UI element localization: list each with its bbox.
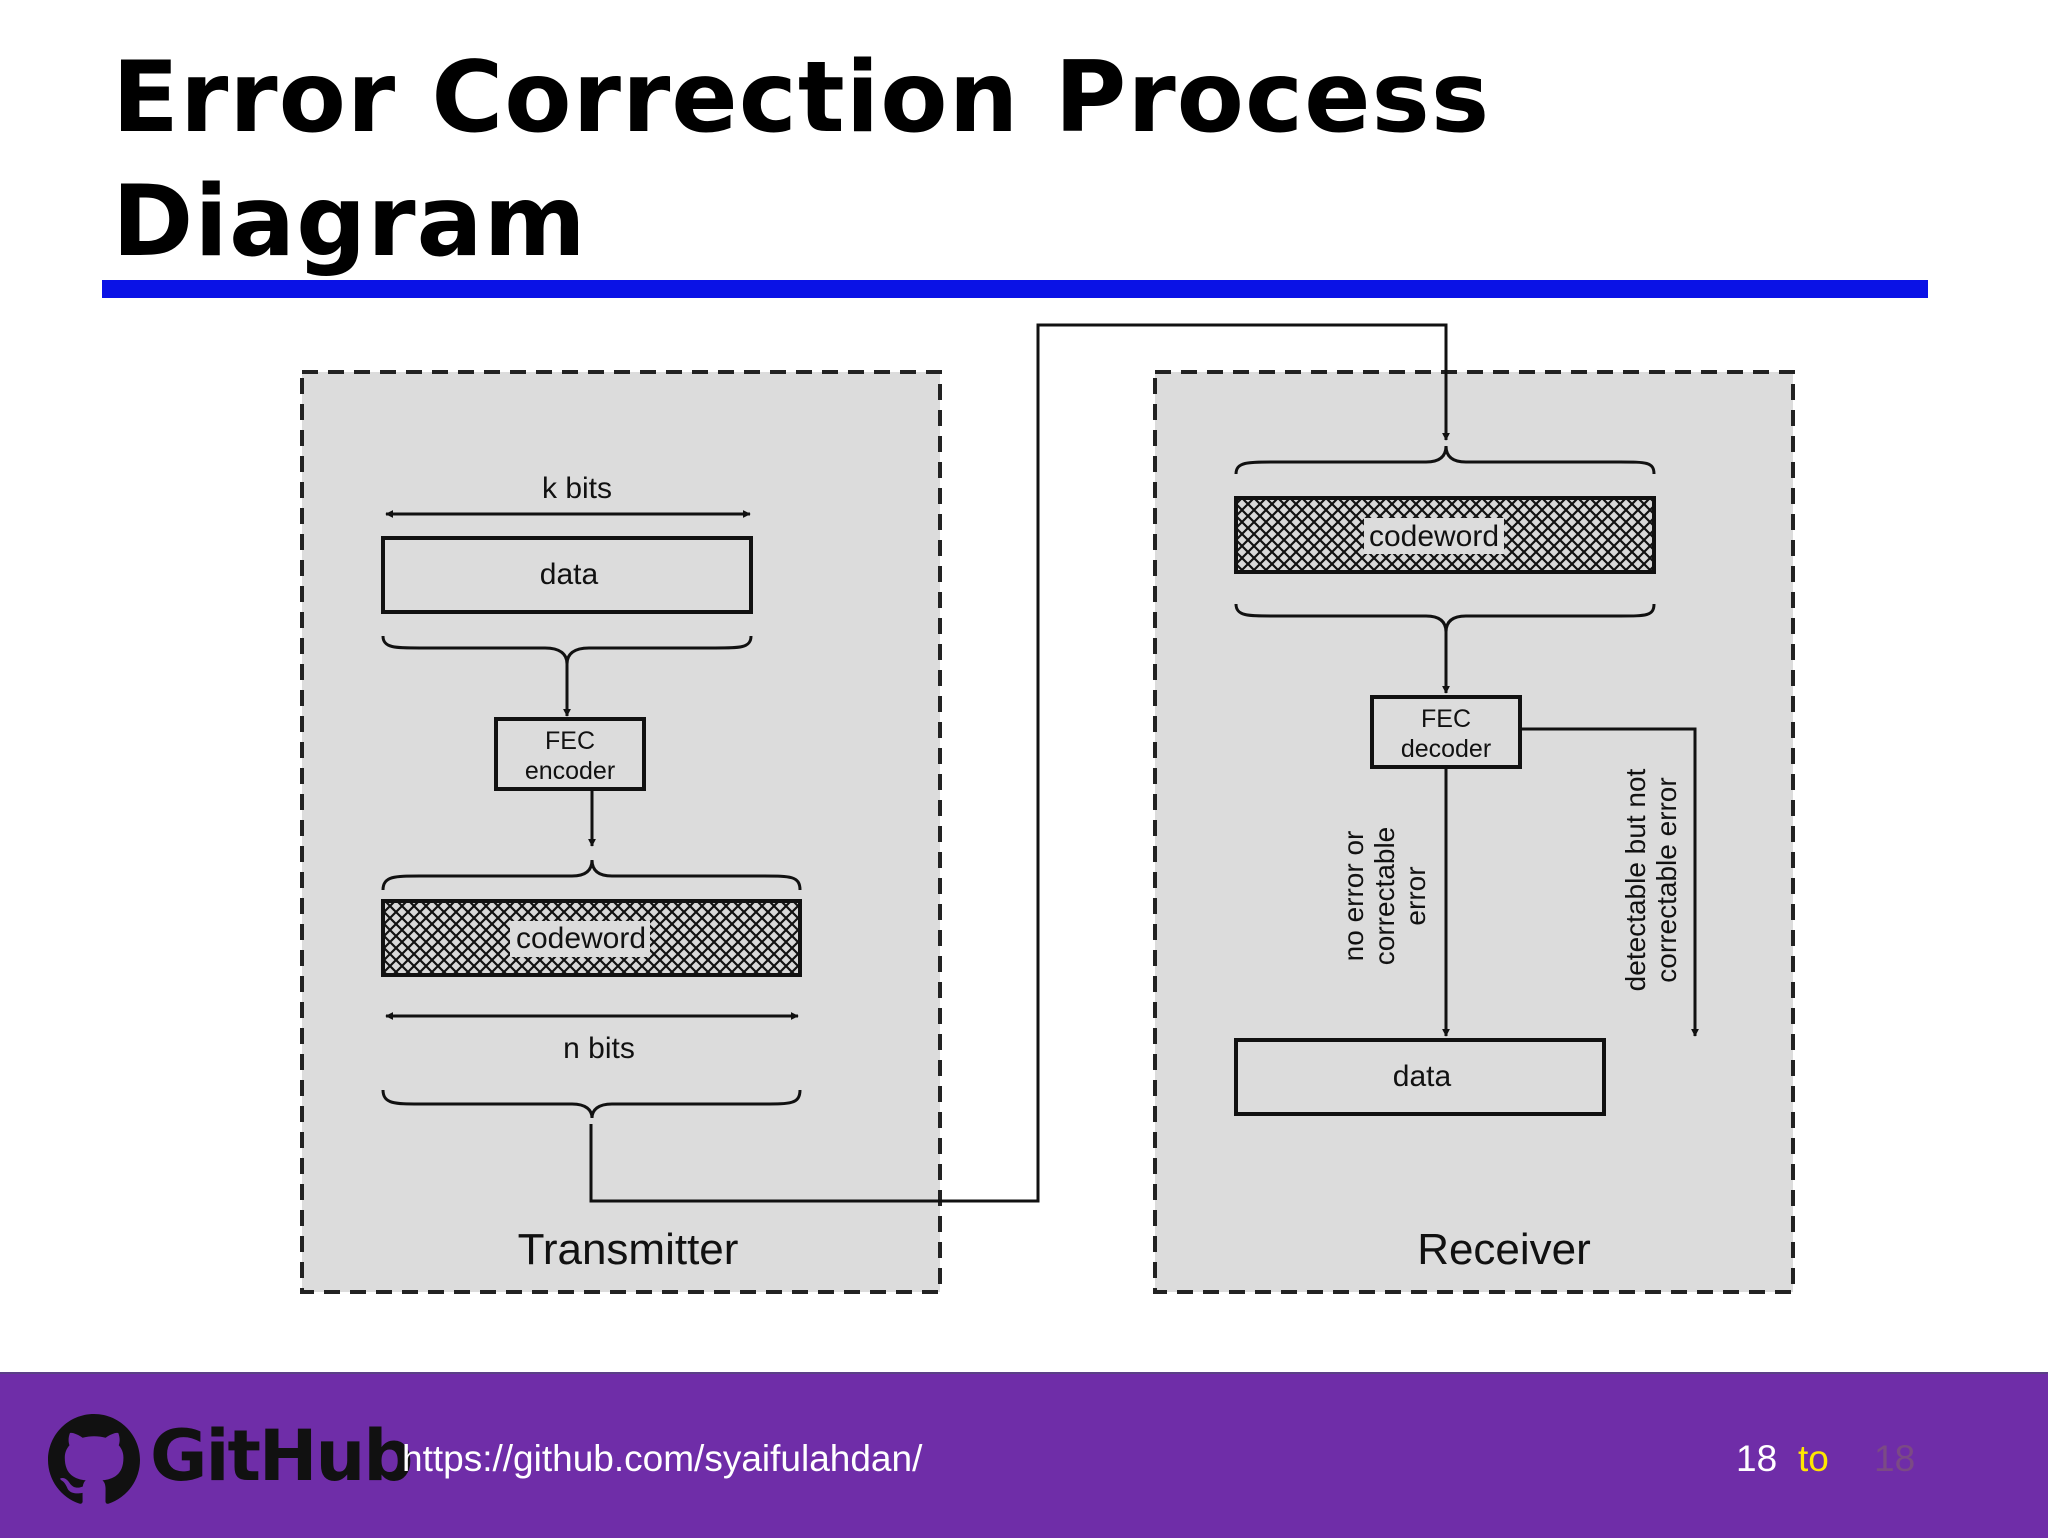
footer-bar: GitHub https://github.com/syaifulahdan/ … [0, 1372, 2048, 1538]
no-error-label-1: no error or [1338, 831, 1369, 962]
rx-codeword-label-bg [1364, 518, 1504, 554]
github-octocat-icon [48, 1414, 140, 1504]
tx-brace-bottom [381, 1089, 802, 1119]
tx-codeword-label: codeword [516, 922, 646, 955]
receiver-label: Receiver [1417, 1225, 1591, 1274]
tx-codeword-label-bg [510, 921, 650, 957]
tx-brace-codeword-top [381, 859, 802, 891]
no-error-label-3: error [1400, 866, 1431, 925]
fec-encoder-box [494, 717, 646, 791]
github-wordmark: GitHub [150, 1415, 413, 1497]
tx-data-label: data [540, 558, 599, 591]
transmitter-label: Transmitter [518, 1225, 739, 1274]
page-current: 18 [1736, 1438, 1778, 1479]
no-error-label-group: no error or correctable error [1338, 827, 1431, 966]
rx-data-label: data [1393, 1060, 1452, 1093]
channel-line [589, 323, 1450, 1203]
k-bits-label: k bits [542, 472, 612, 505]
detectable-label-2: correctable error [1651, 777, 1682, 982]
fec-decoder-label-1: FEC [1421, 705, 1471, 733]
page-separator: to [1798, 1438, 1829, 1479]
page-total: 18 [1874, 1438, 1916, 1479]
transmitter-panel [300, 370, 942, 1294]
rx-codeword-label: codeword [1369, 520, 1499, 553]
detectable-label-1: detectable but not [1620, 768, 1651, 991]
title-underline [102, 280, 1928, 298]
tx-data-box [381, 536, 753, 614]
rx-codeword-box [1234, 496, 1656, 574]
fec-encoder-label-2: encoder [525, 757, 615, 785]
detectable-label-group: detectable but not correctable error [1620, 768, 1682, 991]
fec-decoder-label-2: decoder [1401, 735, 1491, 763]
page-title: Error Correction Process Diagram [112, 41, 1491, 279]
rx-arrow-uncorrectable [1520, 727, 1699, 1037]
rx-data-box [1234, 1038, 1606, 1116]
no-error-label-2: correctable [1369, 827, 1400, 966]
fec-encoder-label-1: FEC [545, 727, 595, 755]
footer-url-link[interactable]: https://github.com/syaifulahdan/ [402, 1438, 923, 1479]
error-correction-diagram: k bits data FEC encoder codeword n bits … [300, 323, 1795, 1294]
n-bits-label: n bits [563, 1032, 635, 1065]
rx-brace-top [1234, 445, 1656, 475]
